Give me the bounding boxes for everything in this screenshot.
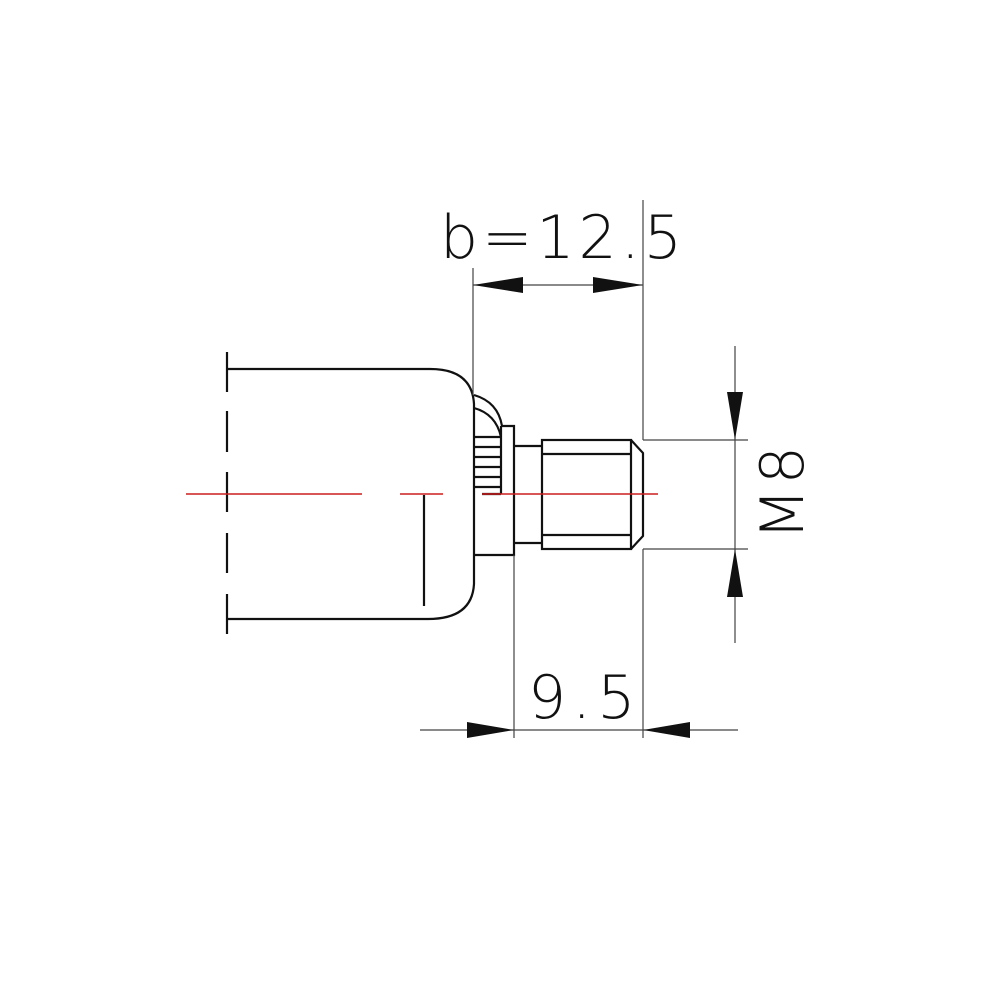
neck — [514, 444, 542, 545]
arrow-left-icon — [643, 722, 690, 738]
arrow-right-icon — [467, 722, 514, 738]
flange — [474, 424, 516, 557]
dimension-thread-size — [643, 346, 748, 643]
arrow-right-icon — [593, 277, 643, 293]
body-outline — [227, 367, 476, 621]
dimension-stud-length — [420, 549, 738, 738]
arrow-up-icon — [727, 549, 743, 597]
knurl — [473, 393, 504, 496]
part-outline — [225, 352, 645, 634]
dimension-label-9-5: 9.5 — [528, 663, 641, 733]
dimension-thread-length — [472, 200, 644, 440]
dimension-label-b: b=12.5 — [440, 203, 686, 273]
arrow-left-icon — [473, 277, 523, 293]
arrow-down-icon — [727, 392, 743, 440]
dimension-label-m8: M8 — [748, 442, 818, 540]
